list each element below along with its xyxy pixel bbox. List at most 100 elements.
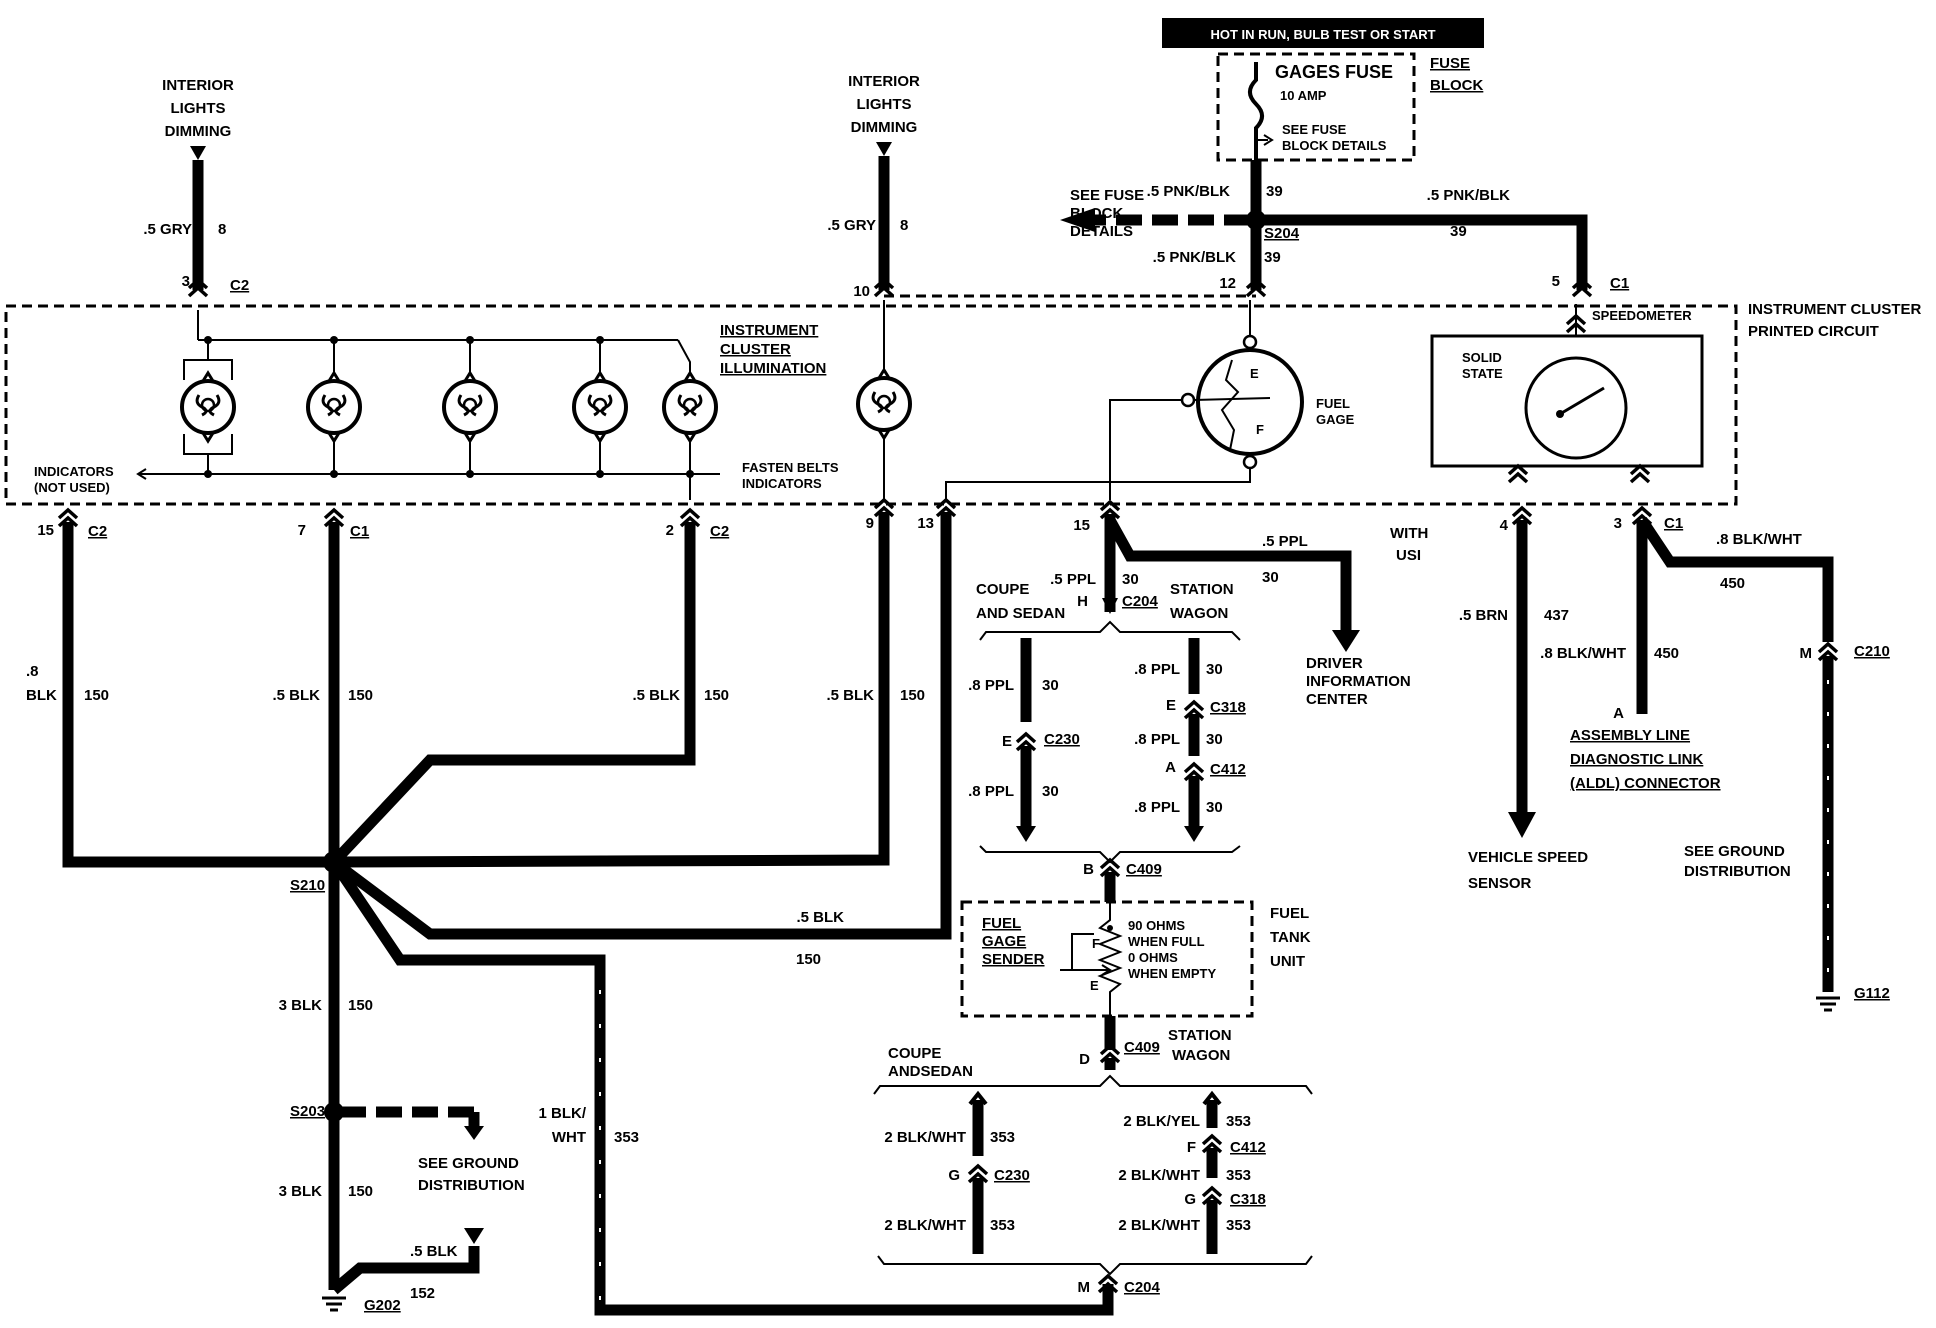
fuse-details-2: BLOCK DETAILS	[1282, 138, 1387, 153]
wire-label: SENDER	[982, 951, 1045, 968]
fuse-block-1: FUSE	[1430, 55, 1470, 72]
wire-label: ANDSEDAN	[888, 1063, 973, 1080]
wire-label: C210	[1854, 643, 1890, 660]
wire-label: E	[1166, 697, 1176, 714]
wire-label: .5 PNK/BLK	[1153, 249, 1237, 266]
wire-label: 353	[614, 1129, 639, 1146]
splice-s203-dot	[324, 1102, 344, 1122]
wire-label: 5	[1552, 273, 1560, 290]
fuse-feed-circuit: SEE FUSE BLOCK DETAILS .5 PNK/BLK 39 S20…	[1060, 160, 1629, 298]
wire-label: (NOT USED)	[34, 480, 110, 495]
wire-label: C318	[1210, 699, 1246, 716]
wire-label: 437	[1544, 607, 1569, 624]
wire-label: 150	[900, 687, 925, 704]
wire-label: DISTRIBUTION	[1684, 863, 1791, 880]
wire-label: UNIT	[1270, 953, 1305, 970]
wire-label: 3 BLK	[279, 997, 323, 1014]
wire-label: .5 GRY	[143, 221, 192, 238]
wire-label: F	[1092, 936, 1100, 951]
wire-label: WITH	[1390, 525, 1428, 542]
wire-label: C409	[1124, 1039, 1160, 1056]
aldl-circuit: .8 BLK/WHT 450 A ASSEMBLY LINE DIAGNOSTI…	[1540, 506, 1890, 1012]
wire-label: .8 PPL	[968, 783, 1014, 800]
wire-label: C1	[1664, 515, 1683, 532]
wire-label: WAGON	[1172, 1047, 1230, 1064]
wire-label: S203	[290, 1103, 325, 1120]
wire-label: C318	[1230, 1191, 1266, 1208]
wire-label: 450	[1720, 575, 1745, 592]
wire-label: 15	[37, 522, 54, 539]
wire-label: FASTEN BELTS	[742, 460, 839, 475]
wire-label: .8 BLK/WHT	[1540, 645, 1626, 662]
wire-label: 2 BLK/WHT	[1118, 1167, 1200, 1184]
wire-label: 30	[1206, 731, 1223, 748]
wire-label: 2 BLK/YEL	[1123, 1113, 1200, 1130]
wire-label: STATION	[1170, 581, 1234, 598]
wire-label: 150	[704, 687, 729, 704]
wire-label: C412	[1230, 1139, 1266, 1156]
splice-s204: S204	[1264, 225, 1300, 242]
wire-label: 90 OHMS	[1128, 918, 1185, 933]
wire-label: 12	[1219, 275, 1236, 292]
wire-label: INTERIOR	[848, 73, 920, 90]
wire-label: C2	[710, 523, 729, 540]
wire-label: E	[1002, 733, 1012, 750]
wire-label: WHEN EMPTY	[1128, 966, 1216, 981]
wire-label: .5 PNK/BLK	[1147, 183, 1231, 200]
wire-label: 30	[1206, 661, 1223, 678]
wire-label: WHEN FULL	[1128, 934, 1205, 949]
fuse-details-1: SEE FUSE	[1282, 122, 1347, 137]
wire-label: GAGE	[982, 933, 1026, 950]
wire-label: GAGE	[1316, 412, 1355, 427]
wire-label: 353	[1226, 1217, 1251, 1234]
wire-label: .8 PPL	[1134, 661, 1180, 678]
wire-label: STATION	[1168, 1027, 1232, 1044]
cluster-bottom-pins: 15 C2 7 C1 2 C2 9 13 15 4 3 C1	[37, 515, 1683, 540]
wire-label: 2 BLK/WHT	[884, 1217, 966, 1234]
wire-label: F	[1256, 422, 1264, 437]
wire-label: 3	[182, 273, 190, 290]
wire-label: (ALDL) CONNECTOR	[1570, 775, 1721, 792]
wire-label: 30	[1042, 677, 1059, 694]
wire-label: C2	[88, 523, 107, 540]
wire-label: TANK	[1270, 929, 1311, 946]
wire-label: INSTRUMENT CLUSTER	[1748, 301, 1921, 318]
wire-label: 152	[410, 1285, 435, 1302]
wire-label: LIGHTS	[857, 96, 912, 113]
wire-label: ASSEMBLY LINE	[1570, 727, 1690, 744]
wire-label: C1	[1610, 275, 1629, 292]
wire-label: M	[1800, 645, 1813, 662]
wire-label: G	[1184, 1191, 1196, 1208]
wire-label: .5 GRY	[827, 217, 876, 234]
mid-dimming-circuit: INTERIOR LIGHTS DIMMING .5 GRY 8 10	[827, 73, 920, 300]
wire-label: SEE GROUND	[418, 1155, 519, 1172]
wire-label: .8 PPL	[968, 677, 1014, 694]
wire-label: E	[1250, 366, 1259, 381]
wire-label: 30	[1042, 783, 1059, 800]
speed-sensor-circuit: .5 BRN 437 VEHICLE SPEED SENSOR	[1459, 506, 1588, 892]
wire-label: S210	[290, 877, 325, 894]
wire-label: .5 BRN	[1459, 607, 1508, 624]
wire-label: M	[1078, 1279, 1091, 1296]
wire-label: .8 BLK/WHT	[1716, 531, 1802, 548]
wire-label: C204	[1124, 1279, 1161, 1296]
wire-label: B	[1083, 861, 1094, 878]
wire-label: 30	[1262, 569, 1279, 586]
wire-label: CENTER	[1306, 691, 1368, 708]
fuse-name: GAGES FUSE	[1275, 62, 1393, 82]
wire-label: CLUSTER	[720, 341, 791, 358]
wire-label: .5 BLK	[410, 1243, 458, 1260]
wire-label: WAGON	[1170, 605, 1228, 622]
wire-label: FUEL	[982, 915, 1021, 932]
wire-label: .5 BLK	[826, 687, 874, 704]
wire-label: 30	[1206, 799, 1223, 816]
wire-label: C1	[350, 523, 369, 540]
wire-label: DIAGNOSTIC LINK	[1570, 751, 1703, 768]
wire-label: 3	[1614, 515, 1622, 532]
wire-label: FUEL	[1270, 905, 1309, 922]
wire-label: 4	[1500, 517, 1509, 534]
wire-label: FUEL	[1316, 396, 1350, 411]
wire-label: A	[1613, 705, 1624, 722]
wire-label: A	[1165, 759, 1176, 776]
